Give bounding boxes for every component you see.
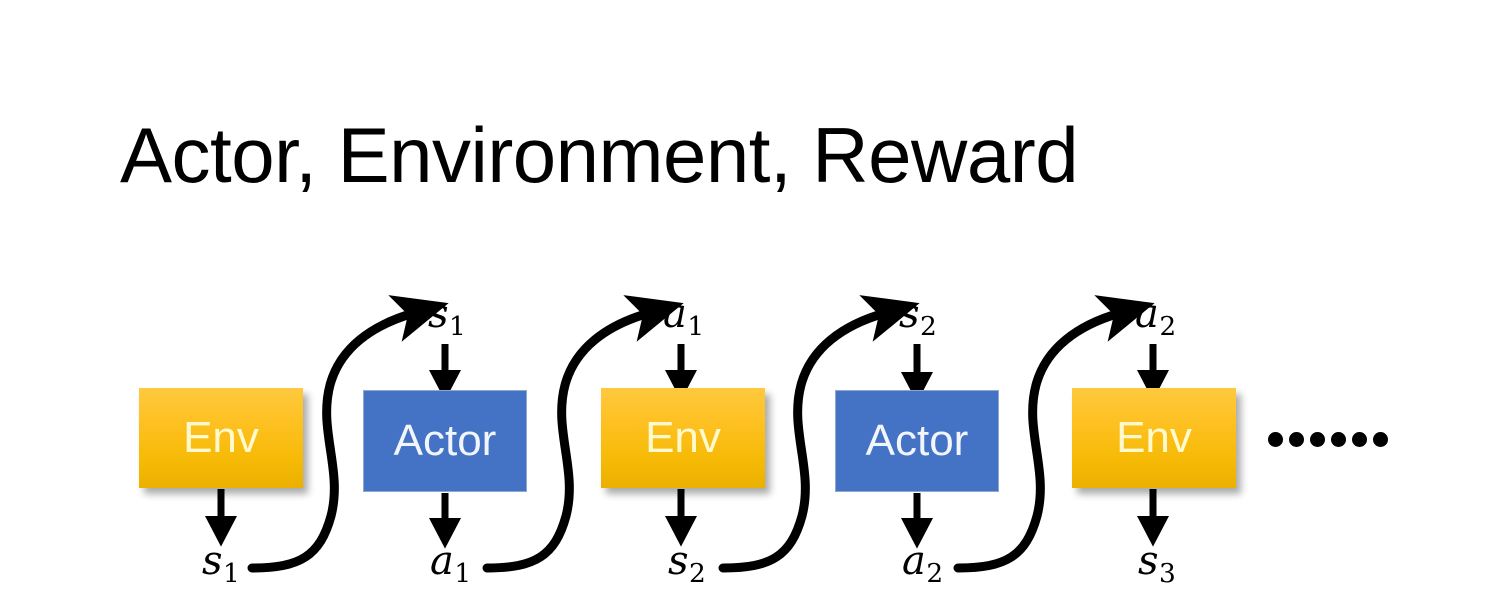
label-subscript: 1: [687, 310, 705, 342]
node-actor-2[interactable]: Actor: [835, 390, 999, 492]
node-actor-1[interactable]: Actor: [363, 390, 527, 492]
label-action-a1-top: a1: [663, 294, 704, 340]
label-subscript: 2: [1159, 310, 1177, 342]
label-action-a1-bottom: a1: [430, 541, 471, 587]
label-base: a: [430, 538, 454, 584]
node-env-2-label: Env: [645, 413, 721, 462]
ellipsis-dot: [1310, 432, 1325, 447]
label-subscript: 2: [689, 557, 706, 589]
label-base: s: [899, 291, 920, 337]
node-env-3[interactable]: Env: [1072, 388, 1236, 488]
label-subscript: 2: [926, 557, 944, 589]
ellipsis-dot: [1352, 432, 1367, 447]
label-subscript: 2: [920, 310, 937, 342]
node-actor-1-label: Actor: [393, 416, 497, 465]
label-base: s: [202, 538, 223, 584]
label-state-s1-top: s1: [428, 294, 466, 340]
label-subscript: 1: [454, 557, 472, 589]
label-state-s2-top: s2: [899, 294, 937, 340]
node-env-2[interactable]: Env: [601, 388, 765, 488]
label-state-s2-bottom: s2: [668, 541, 706, 587]
label-base: a: [902, 538, 926, 584]
label-subscript: 1: [223, 557, 240, 589]
node-env-1[interactable]: Env: [139, 388, 303, 488]
ellipsis-dot: [1373, 432, 1388, 447]
label-base: a: [1135, 291, 1159, 337]
label-base: s: [668, 538, 689, 584]
page-title: Actor, Environment, Reward: [120, 111, 1079, 199]
label-base: s: [428, 291, 449, 337]
ellipsis-dot: [1268, 432, 1283, 447]
label-action-a2-top: a2: [1135, 294, 1176, 340]
node-env-1-label: Env: [183, 413, 259, 462]
ellipsis-dot: [1289, 432, 1304, 447]
label-state-s1-bottom: s1: [202, 541, 240, 587]
label-action-a2-bottom: a2: [902, 541, 943, 587]
label-base: s: [1138, 538, 1159, 584]
ellipsis-indicator: [1268, 432, 1388, 447]
node-env-3-label: Env: [1116, 413, 1192, 462]
ellipsis-dot: [1331, 432, 1346, 447]
node-actor-2-label: Actor: [865, 416, 969, 465]
label-state-s3-bottom: s3: [1138, 541, 1176, 587]
label-base: a: [663, 291, 687, 337]
label-subscript: 3: [1159, 557, 1176, 589]
label-subscript: 1: [449, 310, 466, 342]
